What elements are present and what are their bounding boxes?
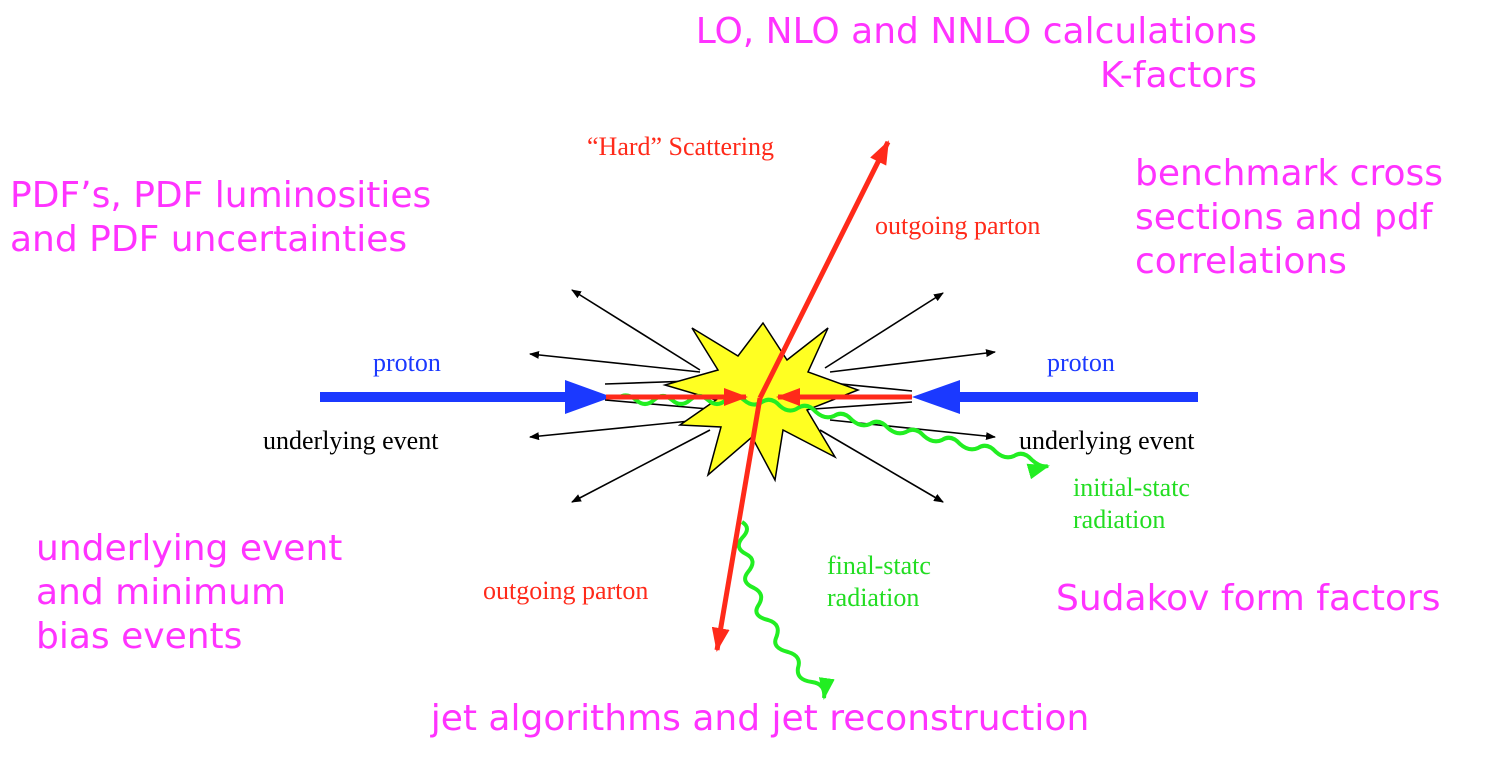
benchmark-annotation: benchmark cross sections and pdf correla…	[1135, 153, 1443, 282]
outgoing-parton-top-line	[757, 140, 891, 400]
track-lower-left-1	[529, 419, 701, 441]
proton-beam-right	[912, 380, 1198, 414]
track-inner-right-2	[799, 401, 913, 411]
track-upper-left-2	[529, 350, 701, 373]
track-lower-left-2	[571, 429, 711, 503]
track-lower-right-2	[819, 429, 944, 503]
jets-annotation: jet algorithms and jet reconstruction	[430, 698, 1090, 739]
track-upper-right-2	[829, 349, 996, 373]
outgoing-parton-bottom-label: outgoing parton	[483, 576, 649, 605]
outgoing-parton-bottom-line	[711, 397, 763, 652]
proton-right-label: proton	[1047, 348, 1115, 377]
track-upper-right-1	[824, 292, 944, 369]
calculations-annotation: LO, NLO and NNLO calculations K-factors	[695, 11, 1257, 96]
proton-beam-left	[320, 380, 612, 414]
outgoing-parton-top-label: outgoing parton	[875, 211, 1041, 240]
proton-left-label: proton	[373, 348, 441, 377]
track-inner-left-2	[604, 399, 721, 411]
pdfs-annotation: PDF’s, PDF luminosities and PDF uncertai…	[10, 175, 432, 260]
final-state-radiation-wave	[736, 520, 835, 700]
hard-scattering-label: “Hard” Scattering	[587, 132, 774, 161]
parton-tracks	[606, 140, 912, 652]
underlying-event-right-label: underlying event	[1019, 426, 1195, 455]
underlying-event-left-label: underlying event	[263, 426, 439, 455]
initial-state-radiation-wave	[616, 393, 1050, 480]
initial-state-radiation-label: initial-statc radiation	[1073, 473, 1190, 534]
underlying-min-bias-annotation: underlying event and minimum bias events	[36, 528, 343, 657]
track-upper-left-1	[571, 289, 701, 371]
sudakov-annotation: Sudakov form factors	[1056, 578, 1441, 619]
final-state-radiation-label: final-statc radiation	[827, 551, 931, 612]
